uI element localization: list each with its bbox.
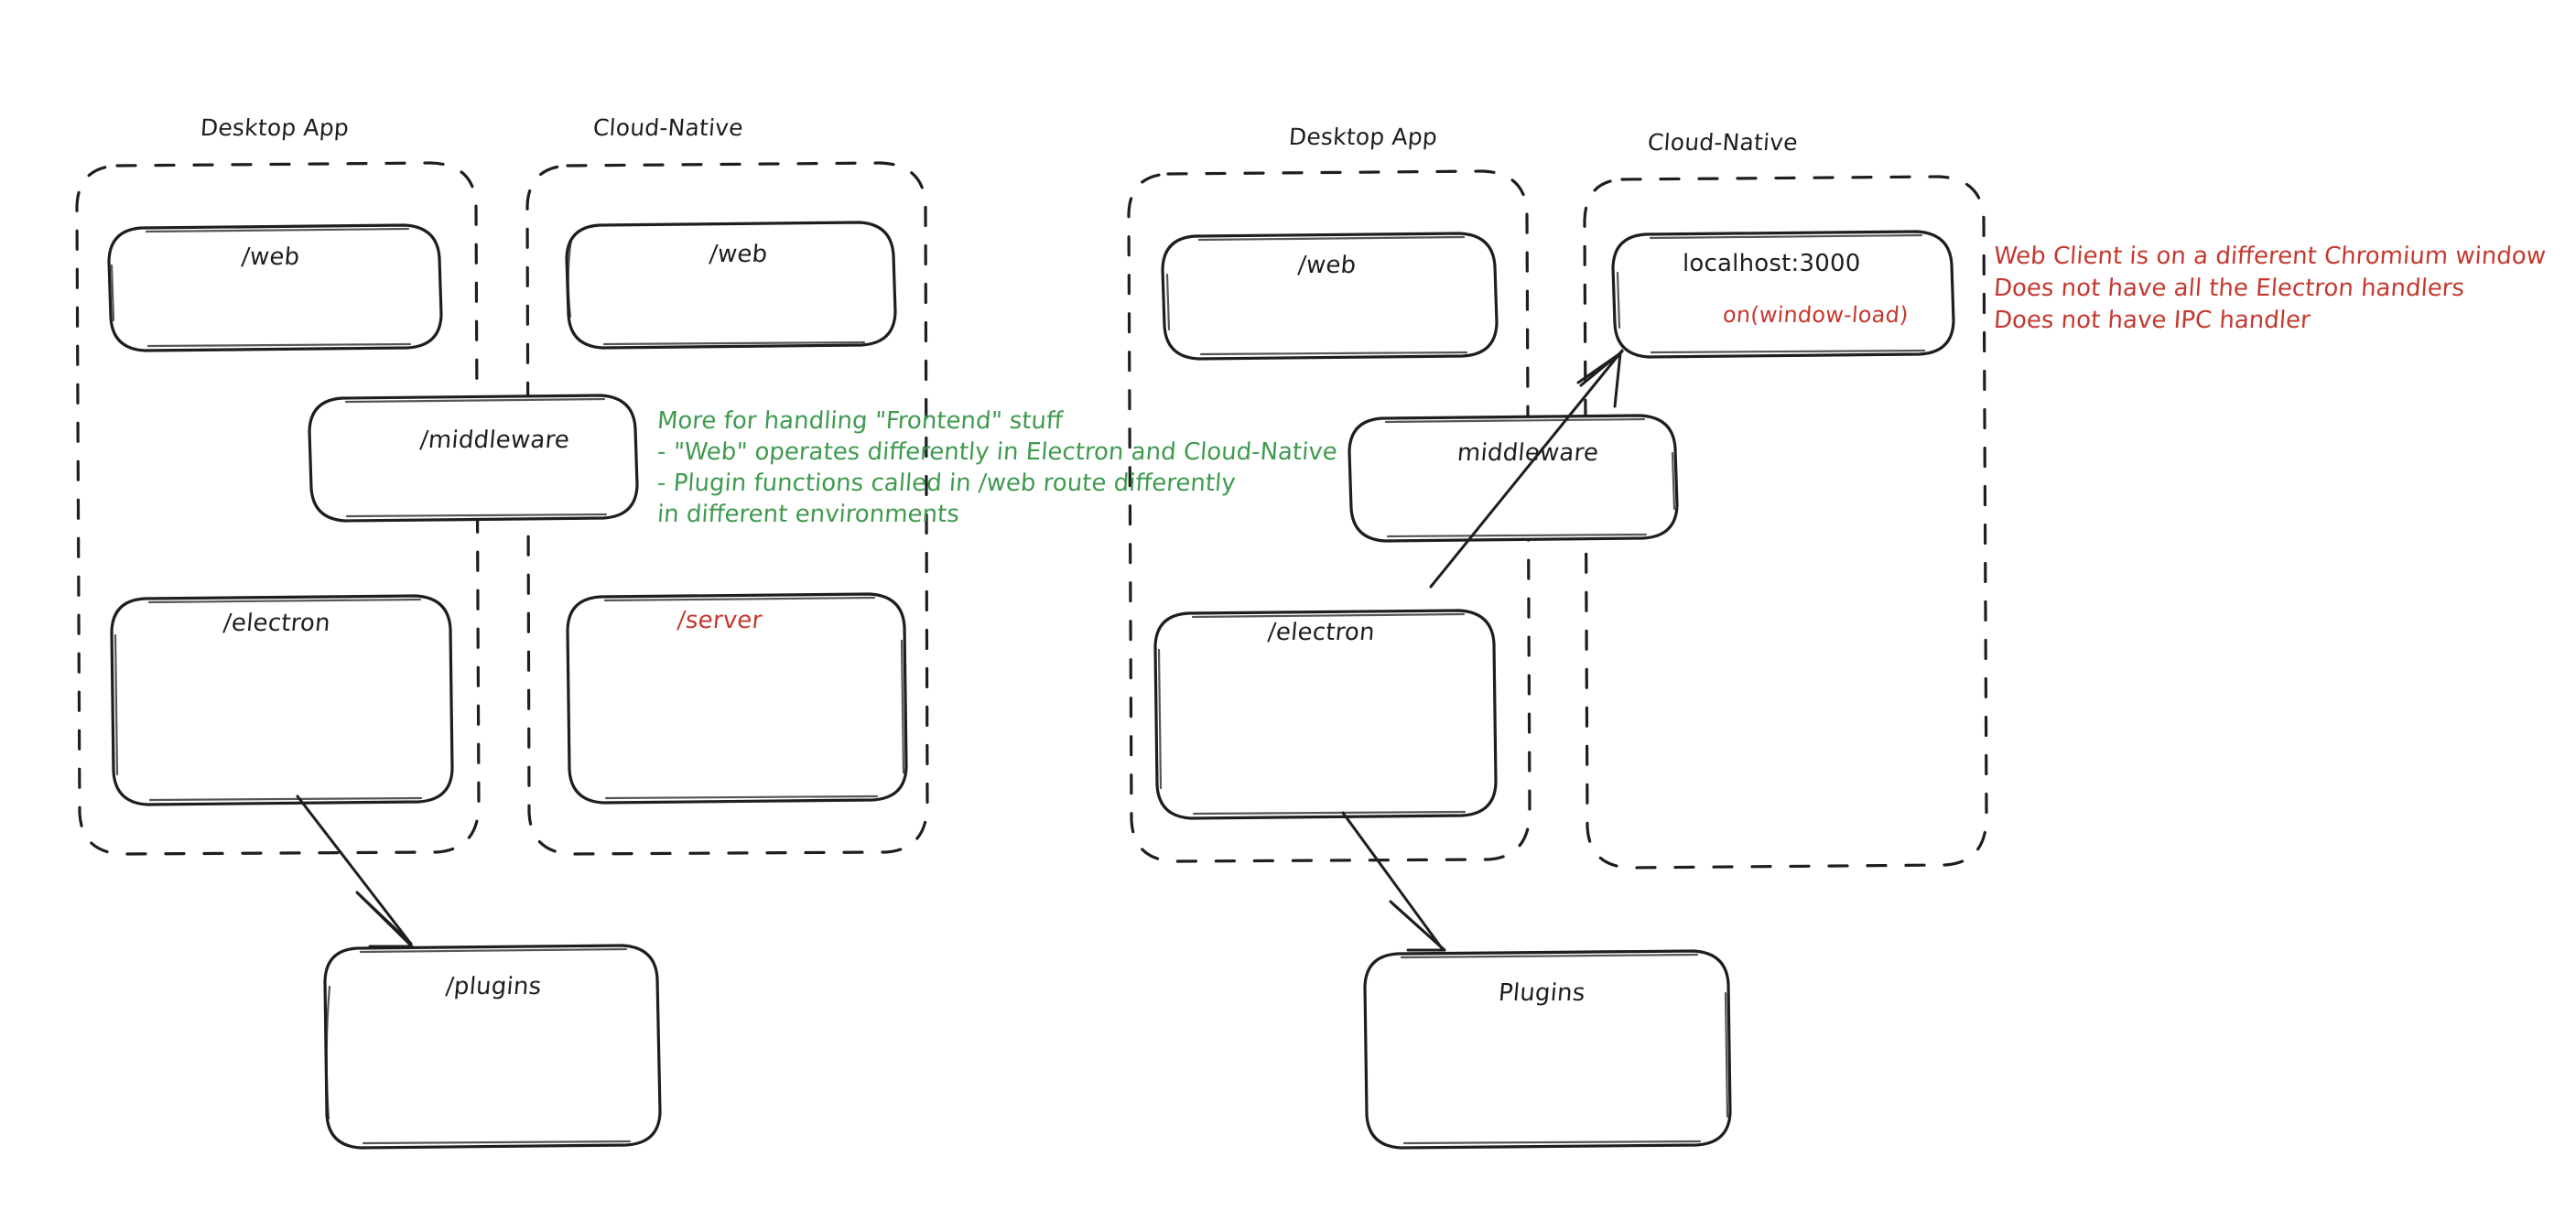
node-box-left-server <box>566 592 908 805</box>
node-box-right-desktop-web <box>1161 232 1499 361</box>
group-frame-left-desktop-app <box>75 161 481 856</box>
annotation-red-line-1: Web Client is on a different Chromium wi… <box>1992 243 2548 270</box>
node-label-left-plugins: /plugins <box>444 973 543 1000</box>
arrow-right-electron-to-plugins <box>1341 811 1446 952</box>
node-sublabel-on-window-load: on(window-load) <box>1722 302 1910 328</box>
arrow-left-electron-to-plugins <box>296 794 414 948</box>
annotation-red-line-3: Does not have IPC handler <box>1992 307 2311 334</box>
group-label-right-cloud-native: Cloud-Native <box>1646 129 1799 156</box>
group-label-left-desktop-app: Desktop App <box>199 114 351 141</box>
annotation-green-line-1: More for handling "Frontend" stuff <box>655 407 1064 435</box>
group-frame-right-desktop-app <box>1127 169 1532 863</box>
node-box-left-electron <box>110 594 454 806</box>
node-box-right-middleware <box>1348 414 1679 543</box>
annotation-green-line-2: - "Web" operates differently in Electron… <box>655 438 1338 466</box>
group-frame-right-cloud-native <box>1583 175 1988 870</box>
node-box-right-plugins <box>1363 949 1732 1150</box>
node-label-right-localhost: localhost:3000 <box>1683 250 1861 277</box>
node-label-left-desktop-web: /web <box>240 243 301 271</box>
node-label-left-electron: /electron <box>222 610 332 637</box>
node-label-left-middleware: /middleware <box>418 427 571 454</box>
node-label-left-server: /server <box>676 607 763 634</box>
node-box-left-middleware <box>308 394 639 523</box>
annotation-red-line-2: Does not have all the Electron handlers <box>1992 275 2466 302</box>
node-label-right-desktop-web: /web <box>1296 252 1358 279</box>
node-box-left-plugins <box>323 944 662 1150</box>
node-label-left-cloud-web: /web <box>708 241 769 268</box>
node-label-right-plugins: Plugins <box>1497 979 1586 1007</box>
node-box-left-desktop-web <box>107 223 443 352</box>
group-label-left-cloud-native: Cloud-Native <box>591 114 744 141</box>
node-box-left-cloud-web <box>565 221 897 350</box>
annotation-green-line-4: in different environments <box>655 501 960 528</box>
node-box-right-localhost <box>1611 230 1955 359</box>
node-label-right-middleware: middleware <box>1456 439 1600 467</box>
node-label-right-electron: /electron <box>1266 619 1377 646</box>
node-box-right-electron <box>1153 609 1498 820</box>
annotation-green-line-3: - Plugin functions called in /web route … <box>655 470 1237 497</box>
group-frame-left-cloud-native <box>525 161 929 856</box>
group-label-right-desktop-app: Desktop App <box>1287 124 1439 150</box>
arrow-right-electron-to-localhost <box>1429 349 1624 589</box>
